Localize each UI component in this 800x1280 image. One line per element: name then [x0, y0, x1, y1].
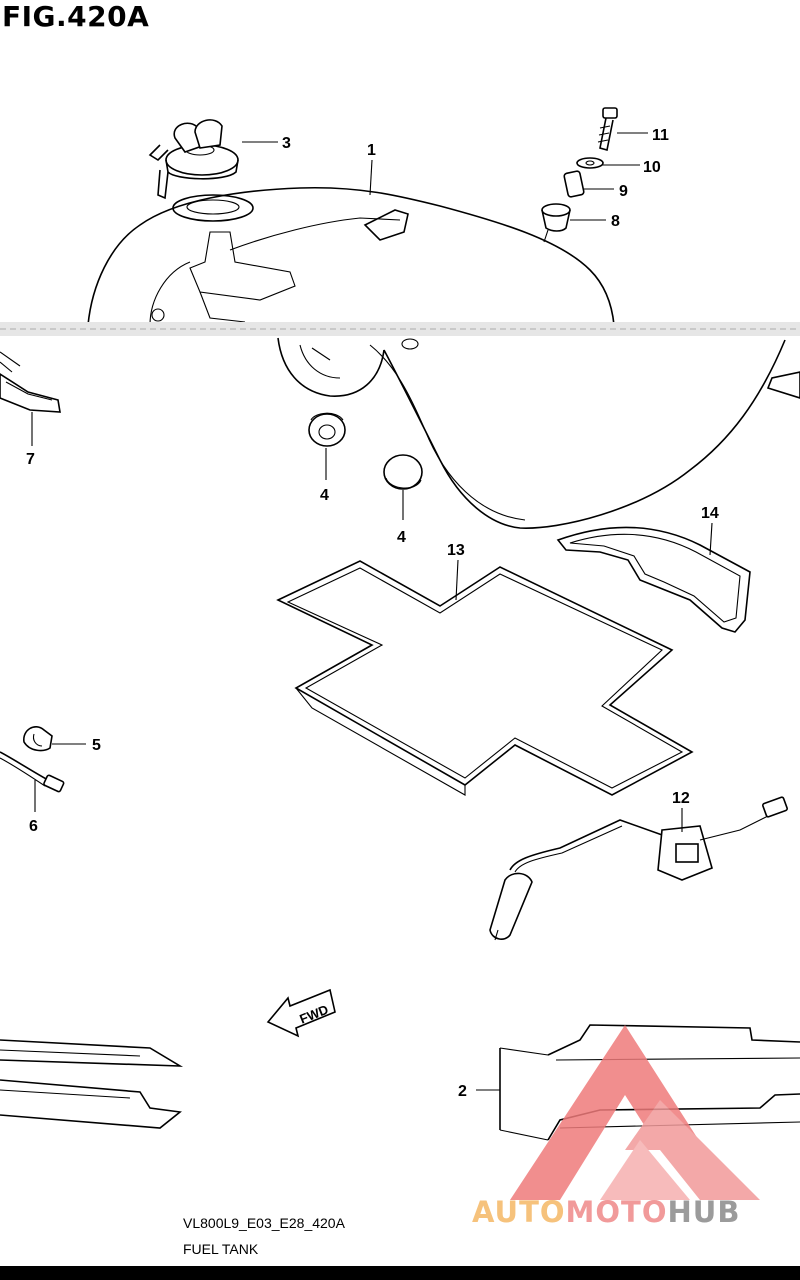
- part-7-cushion-right: [766, 371, 800, 399]
- callout-9: 9: [619, 183, 628, 200]
- callout-14: 14: [701, 505, 719, 522]
- watermark-hub: HUB: [667, 1195, 741, 1229]
- callout-3: 3: [282, 135, 291, 152]
- figure-name: FUEL TANK: [183, 1241, 259, 1257]
- figure-title: FIG.420A: [2, 0, 150, 33]
- part-4-grommet-a: [308, 412, 346, 447]
- callout-13: 13: [447, 542, 465, 559]
- leader-lines: [31, 132, 713, 1091]
- callout-12: 12: [672, 790, 690, 807]
- callout-6: 6: [29, 818, 38, 835]
- part-1-fuel-tank: [87, 186, 786, 529]
- fwd-arrow: FWD: [266, 988, 336, 1038]
- part-3-fuel-cap: [148, 119, 239, 200]
- part-5-clamp: [23, 726, 53, 752]
- figure-model-code: VL800L9_E03_E28_420A: [183, 1215, 345, 1231]
- callout-10: 10: [643, 159, 661, 176]
- part-13-pad: [276, 560, 694, 796]
- part-8-grommet: [541, 203, 571, 243]
- part-11-bolt: [597, 107, 618, 152]
- watermark-auto: AUTO: [472, 1195, 566, 1229]
- callout-4b: 4: [397, 529, 406, 546]
- watermark-logo-icon: [510, 1025, 760, 1200]
- callout-1: 1: [367, 142, 376, 159]
- callout-4a: 4: [320, 487, 329, 504]
- part-4-grommet-b: [383, 454, 423, 490]
- part-2-emblem-left: [0, 1039, 184, 1129]
- part-10-washer: [576, 157, 604, 169]
- part-14-side-pad: [556, 526, 751, 633]
- watermark-text: AUTOMOTOHUB: [472, 1195, 740, 1229]
- callout-8: 8: [611, 213, 620, 230]
- part-7-cushion: [0, 351, 61, 413]
- callout-2: 2: [458, 1083, 467, 1100]
- part-9-collar: [563, 170, 585, 198]
- part-6-wire: [0, 751, 65, 793]
- watermark-moto: MOTO: [565, 1195, 668, 1229]
- callout-5: 5: [92, 737, 101, 754]
- callout-labels: 1 2 3 4 4 5 6 7 8 9 10 11 12 13 14: [26, 127, 719, 1100]
- part-12-fuel-gauge: [489, 796, 788, 941]
- callout-11: 11: [652, 127, 669, 144]
- callout-7: 7: [26, 451, 35, 468]
- bottom-bar: [0, 1266, 800, 1280]
